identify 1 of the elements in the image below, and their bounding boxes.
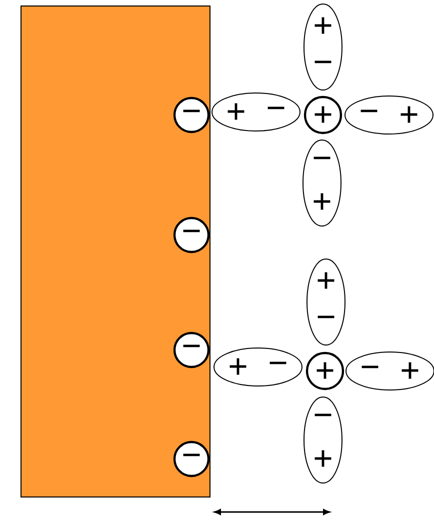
electrode-plate [20, 6, 210, 498]
